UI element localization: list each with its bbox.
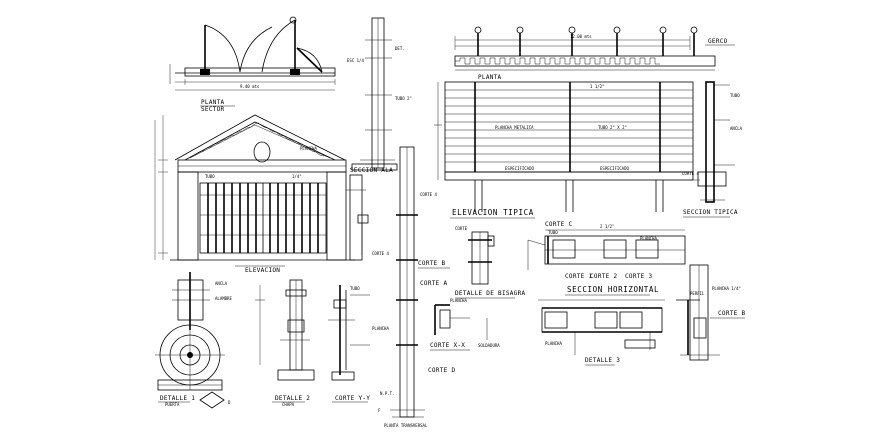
right-cut-sections: CORTE B PLANCHA 1/4" (676, 286, 745, 356)
label-corte-y: CORTE Y-Y (335, 395, 370, 402)
svg-text:N.P.T.: N.P.T. (380, 391, 394, 396)
house-front-elevation: PLANCHA TUBO 1/4" ELEVACION SECCION ALA … (154, 114, 393, 274)
label-corte-d: CORTE D (428, 367, 455, 374)
horizontal-section: SECCION HORIZONTAL DETALLE 3 PLANCHA PER… (538, 285, 705, 366)
label-corte-1: CORTE 1 (565, 273, 592, 280)
svg-text:ANCLA: ANCLA (215, 281, 228, 286)
center-post-section: F N.P.T. PLANTA TRANSVERSAL (378, 146, 428, 428)
svg-text:PLANCHA: PLANCHA (545, 341, 562, 346)
cut-sections-1-2-3: 2 1/2" PLANCHA TUBO CORTE 1 CORTE 2 CORT… (527, 224, 709, 361)
svg-text:TUBO: TUBO (548, 230, 558, 235)
svg-text:2 1/2": 2 1/2" (600, 224, 614, 229)
label-corte-b-right: CORTE B (718, 310, 745, 317)
label-corte-x: CORTE X-X (430, 342, 465, 349)
svg-text:9.40 mts: 9.40 mts (240, 84, 260, 89)
svg-text:D: D (228, 400, 231, 405)
svg-text:PLANCHA: PLANCHA (640, 236, 657, 241)
fence-typical-elevation: 12.00 mts GERCO PLANTA (420, 26, 735, 219)
label-planta: PLANTA (478, 74, 502, 81)
svg-text:PLANCHA METALICA: PLANCHA METALICA (495, 125, 534, 130)
label-corte-b-left: CORTE B (418, 260, 445, 267)
svg-text:ESC 1/4: ESC 1/4 (347, 58, 364, 63)
label-chapa: CHAPA (282, 402, 295, 407)
svg-text:F: F (378, 408, 381, 413)
label-elevacion-tipica: ELEVACION TIPICA (452, 208, 534, 217)
svg-text:TUBO: TUBO (205, 174, 215, 179)
corte-x-section: PLANCHA CORTE X-X SOLDADURA CORTE D (428, 298, 500, 374)
label-corte-c: CORTE C (545, 221, 572, 228)
svg-text:TUBO 2": TUBO 2" (395, 96, 412, 101)
label-seccion-horizontal: SECCION HORIZONTAL (567, 285, 659, 294)
label-corte-2: CORTE 2 (590, 273, 617, 280)
svg-text:1 1/2": 1 1/2" (590, 84, 604, 89)
svg-text:CORTE: CORTE (455, 226, 468, 231)
svg-text:PERFIL: PERFIL (690, 291, 705, 296)
label-corte-a: CORTE A (420, 280, 447, 287)
label-seccion-ala: SECCION ALA (350, 167, 393, 174)
label-detalle-bisagra: DETALLE DE BISAGRA (455, 290, 526, 297)
label-planta-sector-1: PLANTA (201, 99, 225, 106)
svg-text:PLANCHA: PLANCHA (300, 146, 317, 151)
svg-text:CORTE 4: CORTE 4 (420, 192, 437, 197)
label-detalle-3: DETALLE 3 (585, 357, 620, 364)
label-puerta: PUERTA (165, 402, 180, 407)
hinge-detail: CORTE B DETALLE DE BISAGRA CORTE (418, 226, 526, 299)
svg-text:ANCLA: ANCLA (730, 126, 743, 131)
svg-text:TUBO: TUBO (730, 93, 740, 98)
svg-text:CORTE 4: CORTE 4 (372, 251, 389, 256)
label-gerco: GERCO (708, 38, 728, 45)
label-elevacion: ELEVACION (245, 267, 280, 274)
svg-text:CORTE 4: CORTE 4 (682, 171, 699, 176)
corte-y-section: CORTE Y-Y TUBO PLANCHA (328, 285, 389, 403)
svg-text:DET.: DET. (395, 46, 405, 51)
svg-text:12.00 mts: 12.00 mts (570, 34, 592, 39)
svg-text:PLANCHA: PLANCHA (372, 326, 389, 331)
svg-text:ESPECIFICADO: ESPECIFICADO (505, 166, 534, 171)
label-corte-3: CORTE 3 (625, 273, 652, 280)
label-detalle-1: DETALLE 1 (160, 395, 195, 402)
svg-text:TUBO 2" X 2": TUBO 2" X 2" (598, 125, 627, 130)
label-planta-transversal: PLANTA TRANSVERSAL (384, 423, 428, 428)
svg-text:TUBO: TUBO (350, 286, 360, 291)
detail-1-door: DETALLE 1 PUERTA D ANCLA ALAMBRE (155, 272, 232, 409)
svg-text:PLANCHA 1/4": PLANCHA 1/4" (712, 286, 741, 291)
svg-text:SOLDADURA: SOLDADURA (478, 343, 500, 348)
gate-plan-view: 9.40 mts PLANTA SECTOR (169, 16, 336, 113)
label-detalle-2: DETALLE 2 (275, 395, 310, 402)
label-seccion-tipica: SECCION TIPICA (683, 209, 738, 216)
tall-post-elevation: ESC 1/4 DET. TUBO 2" (347, 17, 412, 171)
detail-2-lock: DETALLE 2 CHAPA (255, 279, 315, 407)
svg-text:ALAMBRE: ALAMBRE (215, 296, 232, 301)
svg-text:PLANCHA: PLANCHA (450, 298, 467, 303)
seccion-tipica-view: CORTE 4 SECCION TIPICA TUBO ANCLA (682, 81, 743, 218)
label-planta-sector-2: SECTOR (201, 106, 225, 113)
svg-text:ESPECIFICADO: ESPECIFICADO (600, 166, 629, 171)
svg-text:1/4": 1/4" (292, 174, 302, 179)
